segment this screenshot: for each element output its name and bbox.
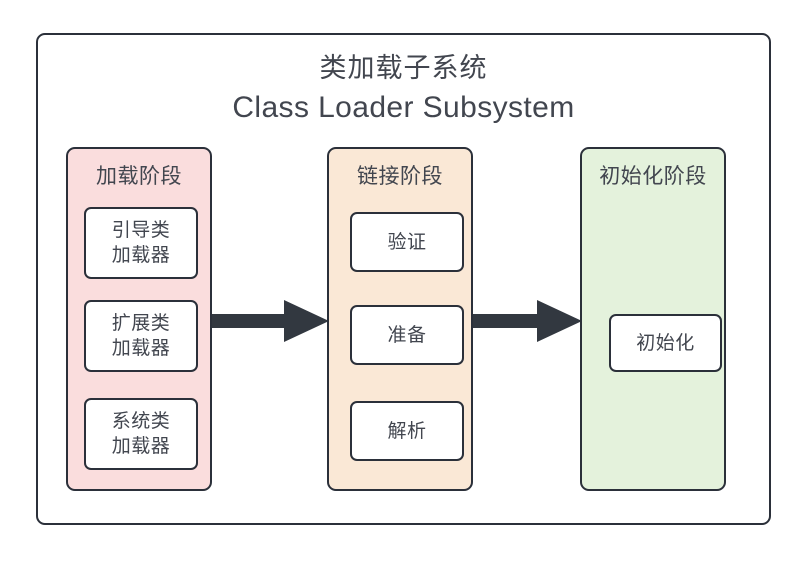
box-bootstrap-class-loader-line2: 加载器	[111, 245, 171, 266]
diagram-title-chinese: 类加载子系统	[319, 53, 488, 83]
box-system-class-loader: 系统类 加载器	[84, 398, 198, 470]
phase-panel-load: 加载阶段 引导类 加载器 扩展类 加载器 系统类 加载器	[66, 147, 212, 491]
box-initialization: 初始化	[609, 314, 722, 372]
box-preparation-label: 准备	[387, 324, 427, 346]
box-bootstrap-class-loader-line1: 引导类	[111, 220, 171, 241]
phase-panel-initialization: 初始化阶段 初始化	[580, 147, 726, 491]
box-resolution-label: 解析	[387, 420, 427, 442]
arrow-link-to-init-icon	[473, 298, 583, 344]
box-extension-class-loader-line1: 扩展类	[111, 313, 171, 334]
box-verification-label: 验证	[387, 231, 427, 253]
diagram-title-english: Class Loader Subsystem	[232, 91, 575, 124]
box-initialization-label: 初始化	[636, 332, 695, 354]
box-extension-class-loader-line2: 加载器	[111, 338, 171, 359]
phase-title-initialization: 初始化阶段	[599, 165, 707, 188]
box-extension-class-loader: 扩展类 加载器	[84, 300, 198, 372]
box-verification: 验证	[350, 212, 464, 272]
box-system-class-loader-line1: 系统类	[111, 411, 171, 432]
box-preparation: 准备	[350, 305, 464, 365]
phase-title-load: 加载阶段	[96, 165, 182, 188]
box-resolution: 解析	[350, 401, 464, 461]
box-bootstrap-class-loader: 引导类 加载器	[84, 207, 198, 279]
box-system-class-loader-line2: 加载器	[111, 436, 171, 457]
arrow-load-to-link-icon	[212, 298, 330, 344]
phase-panel-link: 链接阶段 验证 准备 解析	[327, 147, 473, 491]
phase-title-link: 链接阶段	[357, 165, 443, 188]
